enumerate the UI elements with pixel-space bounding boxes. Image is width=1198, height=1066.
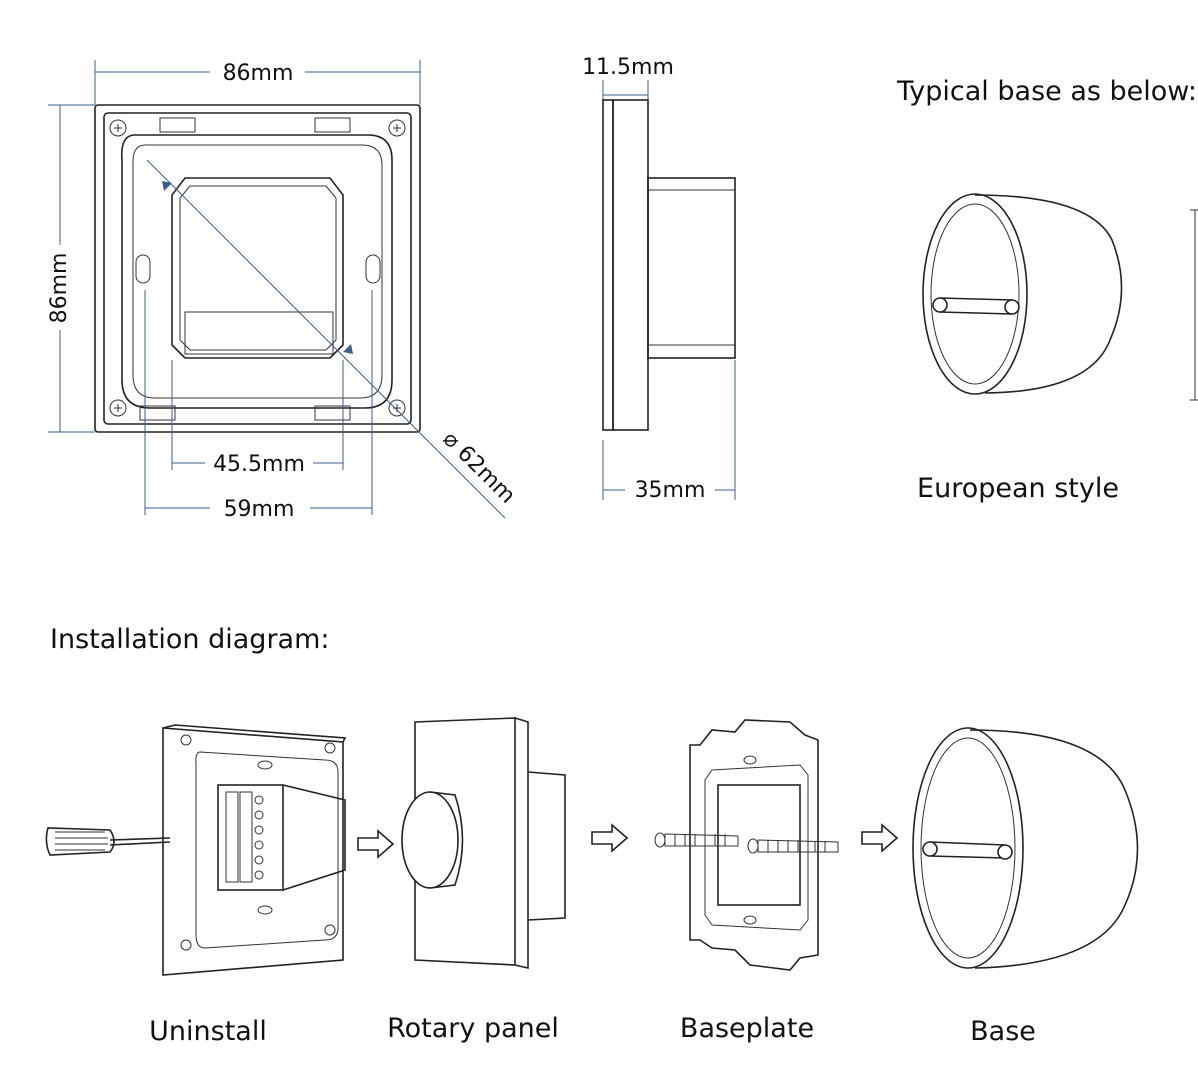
step-caption-base: Base [970,1016,1036,1047]
step-caption-baseplate: Baseplate [680,1013,814,1044]
step-caption-rotary-panel: Rotary panel [387,1013,559,1044]
arrow-icon [357,829,395,859]
baseplate-illustration [654,719,839,971]
thickness-dimension-label: 11.5mm [582,55,674,80]
installation-heading: Installation diagram: [50,624,330,655]
depth-dimension-label: 35mm [635,478,706,503]
side-view: 11.5mm 35mm [582,55,736,503]
diameter-dimension-label: ⌀ 62mm [438,427,520,509]
european-base-illustration [922,193,1198,401]
width-dimension-label: 86mm [223,61,294,86]
arrow-icon [591,823,629,853]
front-view: 86mm 86mm 45.5mm 59mm ⌀ 62mm [47,60,520,522]
height-dimension-label: 86mm [47,253,72,324]
arrow-icon [861,823,899,853]
typical-base-heading: Typical base as below: [896,76,1197,107]
base-width-dimension-label: 59mm [224,497,295,522]
base-illustration [912,727,1139,969]
step-caption-uninstall: Uninstall [149,1016,267,1047]
rotary-panel-illustration [401,717,566,970]
inner-width-dimension-label: 45.5mm [213,452,305,477]
european-style-caption: European style [917,473,1119,504]
uninstall-illustration [45,724,347,976]
